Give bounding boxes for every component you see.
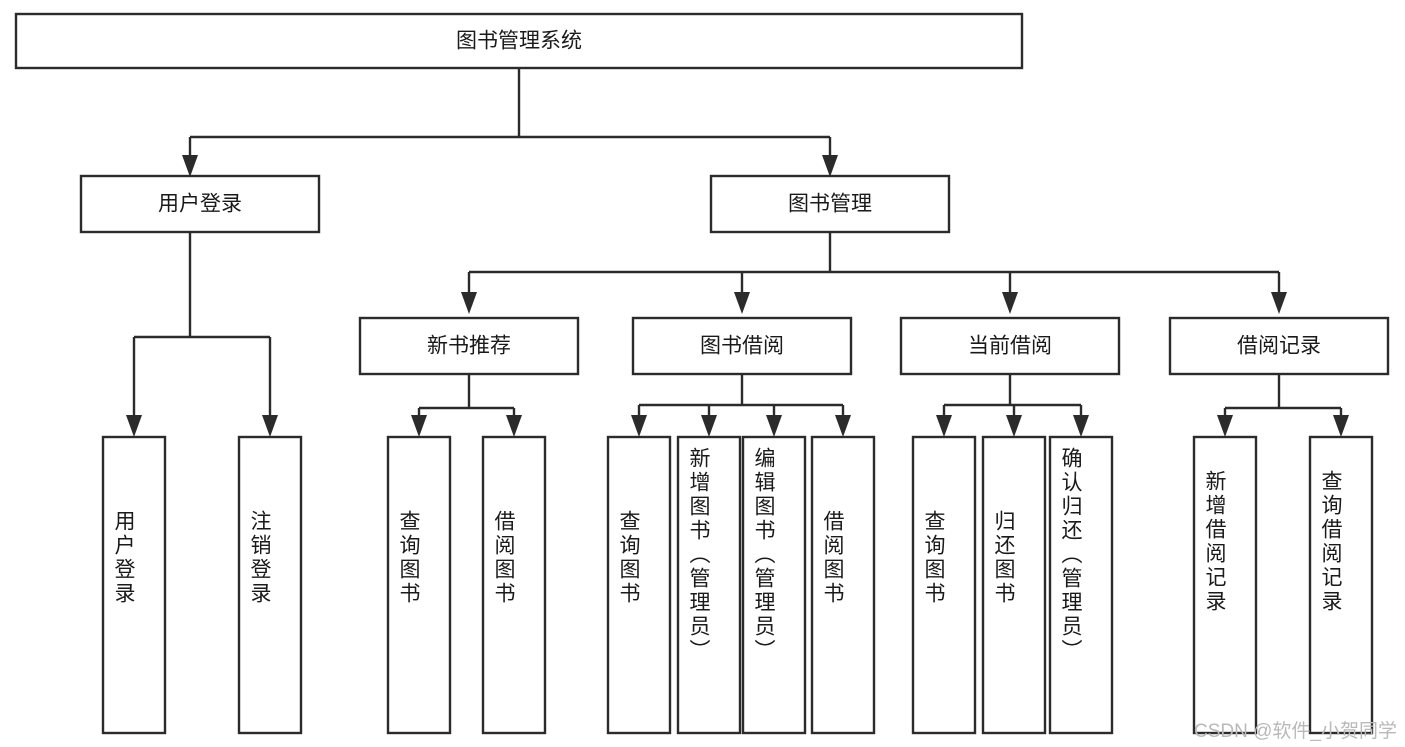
connector-group-book-manage	[461, 232, 1287, 314]
arrow-head-leaf-cb-query	[936, 415, 952, 437]
node-root-box[interactable]	[14, 12, 1024, 70]
arrow-head-borrow-record	[1271, 292, 1287, 314]
node-current-borrow-label: 当前借阅	[968, 335, 1052, 358]
node-new-book-recommend-box[interactable]	[358, 316, 580, 376]
csdn-watermark: CSDN @软件_小贺同学	[1194, 721, 1397, 742]
connector-group-new-book-recommend	[411, 375, 522, 437]
node-leaf-cb-return-box[interactable]	[981, 435, 1047, 735]
node-borrow-record-label: 借阅记录	[1237, 335, 1321, 358]
node-leaf-br-query-box[interactable]	[1308, 435, 1374, 735]
node-user-login-label: 用户登录	[158, 193, 242, 216]
connector-group-book-borrow	[631, 375, 851, 437]
arrow-head-leaf-cb-confirm	[1073, 415, 1089, 437]
node-leaf-user-login-box[interactable]	[101, 435, 167, 735]
node-leaf-bb-borrow-box[interactable]	[810, 435, 876, 735]
node-leaf-br-add-box[interactable]	[1192, 435, 1258, 735]
node-leaf-cb-query-box[interactable]	[911, 435, 977, 735]
arrow-head-book-manage	[822, 155, 838, 177]
connector-group-borrow-record	[1217, 375, 1349, 437]
arrow-head-leaf-bb-query	[631, 415, 647, 437]
arrow-head-leaf-br-query	[1333, 415, 1349, 437]
node-book-manage-box[interactable]	[709, 174, 951, 234]
node-book-borrow-label: 图书借阅	[700, 335, 784, 358]
node-current-borrow-box[interactable]	[899, 316, 1121, 376]
node-book-borrow-box[interactable]	[631, 316, 853, 376]
arrow-head-leaf-nbr-query	[411, 415, 427, 437]
node-user-login-box[interactable]	[79, 174, 321, 234]
arrow-head-leaf-cb-return	[1006, 415, 1022, 437]
node-book-manage-label: 图书管理	[788, 193, 872, 216]
node-leaf-nbr-borrow-box[interactable]	[481, 435, 547, 735]
node-new-book-recommend-label: 新书推荐	[427, 335, 511, 358]
node-leaf-logout-box[interactable]	[237, 435, 303, 735]
arrow-head-leaf-br-add	[1217, 415, 1233, 437]
connector-group-current-borrow	[936, 375, 1089, 437]
connector-group-user-login	[126, 232, 278, 437]
node-leaf-nbr-query-box[interactable]	[386, 435, 452, 735]
arrow-head-current-borrow	[1002, 292, 1018, 314]
arrow-head-leaf-logout	[262, 415, 278, 437]
node-leaf-bb-query-box[interactable]	[606, 435, 672, 735]
arrow-head-leaf-bb-add	[701, 415, 717, 437]
node-root-label: 图书管理系统	[456, 30, 582, 53]
arrow-head-new-book-recommend	[461, 292, 477, 314]
arrow-head-leaf-nbr-borrow	[506, 415, 522, 437]
node-borrow-record-box[interactable]	[1168, 316, 1390, 376]
arrow-head-leaf-bb-edit	[766, 415, 782, 437]
arrow-head-leaf-user-login	[126, 415, 142, 437]
node-leaf-cb-confirm-box[interactable]	[1048, 435, 1114, 735]
connector-group-root	[182, 69, 838, 177]
arrow-head-book-borrow	[734, 292, 750, 314]
arrow-head-leaf-bb-borrow	[835, 415, 851, 437]
node-leaf-bb-edit-box[interactable]	[741, 435, 807, 735]
arrow-head-user-login	[182, 155, 198, 177]
node-leaf-bb-add-box[interactable]	[676, 435, 742, 735]
